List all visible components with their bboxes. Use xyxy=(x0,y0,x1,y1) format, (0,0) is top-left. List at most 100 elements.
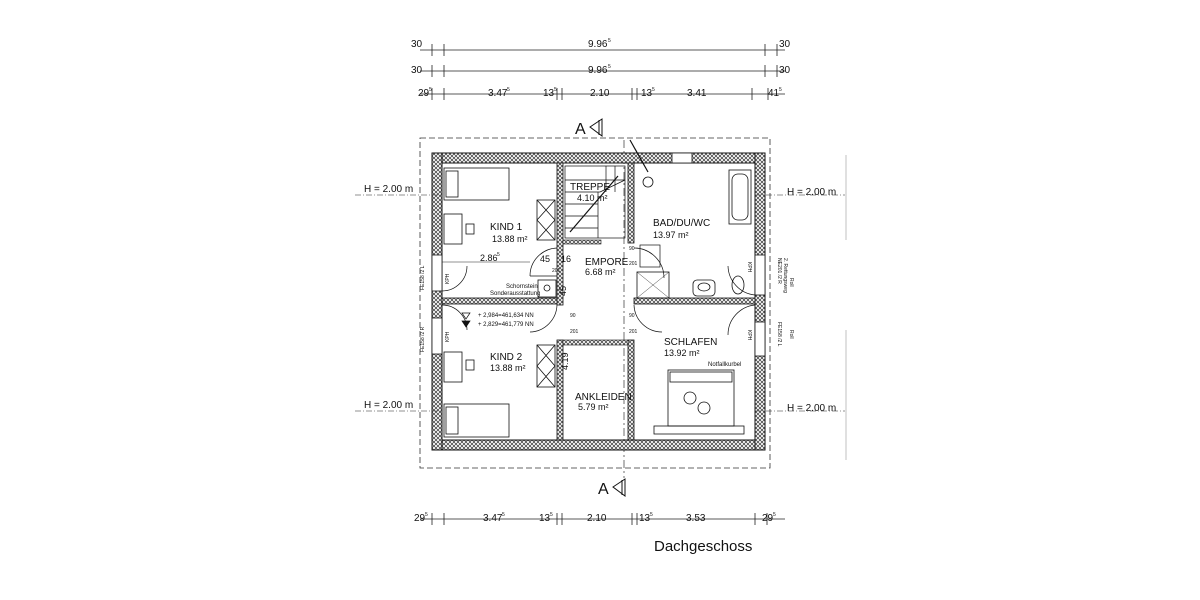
dim-top3-6-sup: 5 xyxy=(779,87,782,93)
dim-45: 45 xyxy=(540,254,550,264)
chimney-label-1: Schornstein xyxy=(506,284,538,290)
section-label-bottom: A xyxy=(598,481,609,498)
height-markers xyxy=(355,194,845,412)
dim-bottom-6-sup: 5 xyxy=(773,512,776,518)
room-treppe-name: TREPPE xyxy=(570,182,610,193)
dim-top2-left: 30 xyxy=(411,65,423,76)
height-right-bottom: H = 2.00 m xyxy=(787,403,836,414)
door-90-c: 90 xyxy=(629,313,635,319)
room-kind1-name: KIND 1 xyxy=(490,222,523,233)
landing-rail xyxy=(639,244,661,268)
kph-label-4: KPH xyxy=(746,262,752,273)
door-90-a: 90 xyxy=(629,246,635,252)
dim-top3-0-sup: 5 xyxy=(429,87,432,93)
room-kind1-area: 13.88 m² xyxy=(492,234,528,244)
notfall-label: Notfallkurbel xyxy=(708,362,741,368)
height-left-bottom: H = 2.00 m xyxy=(364,400,413,411)
dim-bottom-3: 2.10 xyxy=(587,513,607,524)
wardrobe-kind2 xyxy=(536,344,556,388)
door-201-a: 201 xyxy=(552,268,561,274)
dim-bottom-1-sup: 5 xyxy=(502,512,505,518)
dim-top3-1: 3.47 xyxy=(488,88,508,99)
dim-bottom-4: 13 xyxy=(639,513,651,524)
room-empore-name: EMPORE xyxy=(585,257,629,268)
dim-16: 16 xyxy=(561,254,571,264)
room-bad-area: 13.97 m² xyxy=(653,230,689,240)
bottom-dimension-labels: 29 5 3.47 5 13 5 2.10 13 5 3.53 29 5 xyxy=(414,512,776,524)
room-empore-area: 6.68 m² xyxy=(585,267,616,277)
dim-bottom-0: 29 xyxy=(414,513,426,524)
section-marker-bottom: A xyxy=(598,478,626,498)
staircase xyxy=(564,165,626,239)
dim-top1-left: 30 xyxy=(411,39,423,50)
doors xyxy=(441,139,756,336)
door-201-d: 201 xyxy=(629,329,638,335)
windows xyxy=(431,152,766,357)
section-marker-top: A xyxy=(575,118,603,138)
desk-kind1 xyxy=(443,213,475,245)
dim-top2-total-sup: 5 xyxy=(608,64,611,70)
inner-dimensions: 2.86 5 45 16 45 4.19 201 90 201 90 201 9… xyxy=(442,246,638,370)
desk-kind2 xyxy=(443,351,475,383)
room-ankleiden-area: 5.79 m² xyxy=(578,402,609,412)
window-right-label-1b: 2. Rettungsweg xyxy=(782,258,788,293)
dim-bottom-4-sup: 5 xyxy=(650,512,653,518)
dim-top2-right: 30 xyxy=(779,65,791,76)
bed-schlafen xyxy=(653,369,745,435)
bed-kind1 xyxy=(443,167,510,201)
dim-top3-2: 13 xyxy=(543,88,555,99)
roll-label-2: Roll xyxy=(788,330,794,339)
dim-top1-total: 9.96 xyxy=(588,39,608,50)
top-dimension-labels: 30 9.96 5 30 30 9.96 5 30 29 5 3.47 5 13… xyxy=(411,38,791,99)
bathroom-fixtures xyxy=(636,169,752,299)
roll-label-1: Roll xyxy=(788,278,794,287)
room-labels: KIND 1 13.88 m² KIND 2 13.88 m² TREPPE 4… xyxy=(490,182,717,412)
dim-kind1-width: 2.86 xyxy=(480,253,498,263)
bed-kind2 xyxy=(443,403,510,438)
bottom-dimension-chain xyxy=(420,513,785,525)
dim-bottom-0-sup: 5 xyxy=(425,512,428,518)
dim-top1-total-sup: 5 xyxy=(608,38,611,44)
dim-top3-3: 2.10 xyxy=(590,88,610,99)
dim-top1-right: 30 xyxy=(779,39,791,50)
dim-top3-4: 13 xyxy=(641,88,653,99)
interior-walls xyxy=(441,162,756,441)
kph-label-3: KPH xyxy=(746,330,752,341)
dim-bottom-1: 3.47 xyxy=(483,513,503,524)
level-annotation-1: + 2,984=461,634 NN xyxy=(478,313,534,319)
kph-label-2: KPH xyxy=(445,331,451,342)
window-kind2 xyxy=(431,317,443,355)
window-roof xyxy=(671,152,693,164)
height-left-top: H = 2.00 m xyxy=(364,184,413,195)
roof-outline xyxy=(419,137,771,469)
dim-top3-6: 41 xyxy=(768,88,780,99)
height-labels: H = 2.00 m H = 2.00 m H = 2.00 m H = 2.0… xyxy=(364,184,836,414)
dim-top3-2-sup: 5 xyxy=(554,87,557,93)
dim-top3-1-sup: 5 xyxy=(507,87,510,93)
dim-top2-total: 9.96 xyxy=(588,65,608,76)
window-left-label-1: FE158 /2 L xyxy=(420,265,426,290)
door-90-b: 90 xyxy=(570,313,576,319)
dim-bottom-6: 29 xyxy=(762,513,774,524)
room-treppe-area: 4.10 m² xyxy=(577,193,608,203)
window-right-label-2: FE158 /2 L xyxy=(776,322,782,347)
top-dimension-chains xyxy=(420,44,785,100)
level-annotation-2: + 2,829=461,779 NN xyxy=(478,322,534,328)
dim-bottom-2-sup: 5 xyxy=(550,512,553,518)
room-ankleiden-name: ANKLEIDEN xyxy=(575,392,632,403)
dim-45b: 45 xyxy=(558,286,568,296)
chimney xyxy=(537,279,557,298)
dim-bottom-5: 3.53 xyxy=(686,513,706,524)
room-schlafen-area: 13.92 m² xyxy=(664,348,700,358)
annotations: Schornstein Sonderausstattung + 2,984=46… xyxy=(420,258,794,368)
door-201-c: 201 xyxy=(570,329,579,335)
dim-kind1-width-sup: 5 xyxy=(497,252,500,258)
chimney-label-2: Sonderausstattung xyxy=(490,291,540,297)
dim-top3-5: 3.41 xyxy=(687,88,707,99)
dim-bottom-2: 13 xyxy=(539,513,551,524)
room-schlafen-name: SCHLAFEN xyxy=(664,337,717,348)
room-kind2-name: KIND 2 xyxy=(490,352,523,363)
window-kind1 xyxy=(431,254,443,292)
kph-label-1: KPH xyxy=(445,273,451,284)
